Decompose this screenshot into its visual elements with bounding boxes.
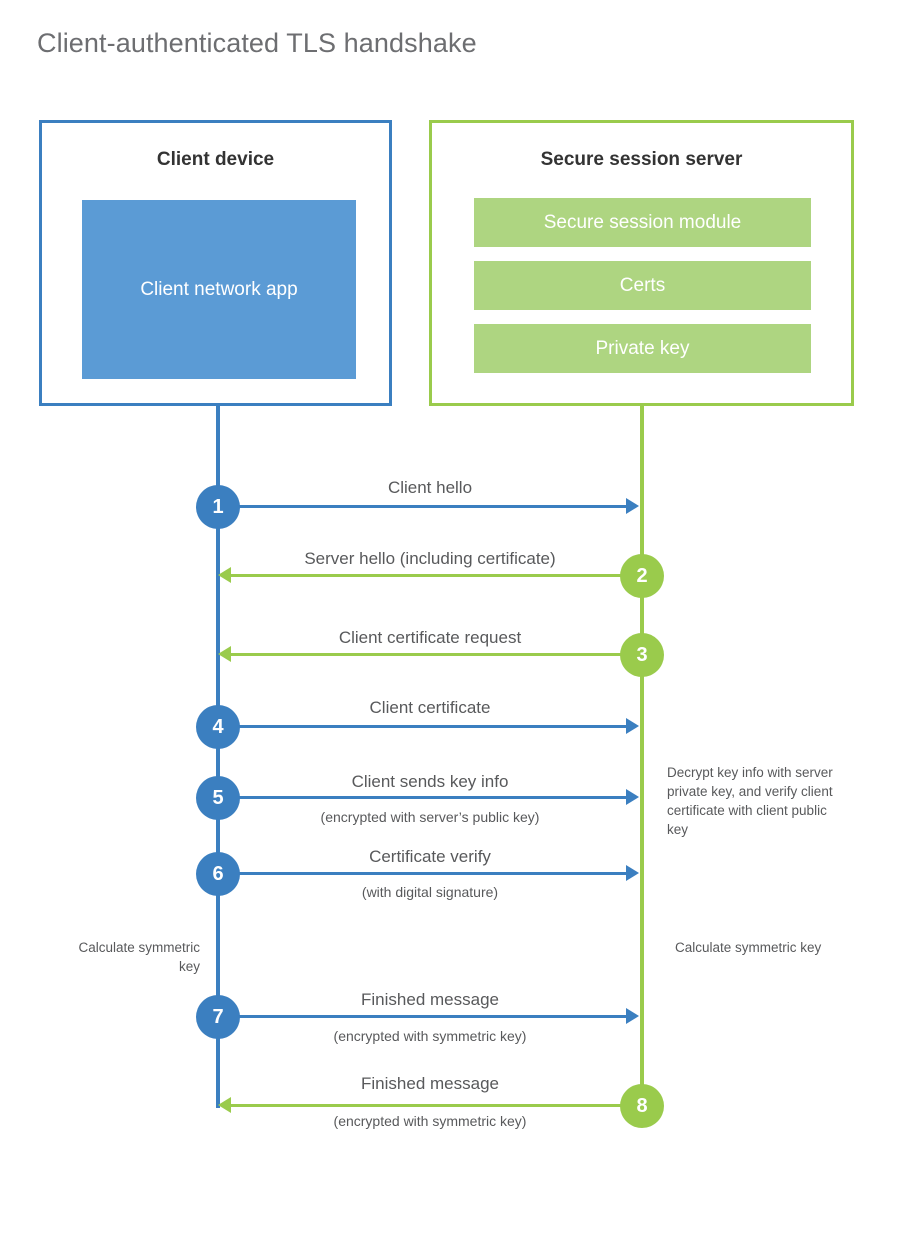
step-5-label: Client sends key info xyxy=(351,772,509,791)
step-7-marker[interactable]: 7 xyxy=(196,995,240,1039)
client-lifeline xyxy=(216,406,220,1108)
step-1-arrow-line xyxy=(218,505,626,508)
step-8-label: Finished message xyxy=(361,1074,499,1093)
step-5-arrow-line xyxy=(218,796,626,799)
step-6-arrow-head xyxy=(626,865,639,881)
step-8-sublabel: (encrypted with symmetric key) xyxy=(333,1113,527,1129)
step-5-marker[interactable]: 5 xyxy=(196,776,240,820)
step-3-arrow-head xyxy=(218,646,231,662)
step-6-arrow-line xyxy=(218,872,626,875)
step-2-marker[interactable]: 2 xyxy=(620,554,664,598)
server-calculate-symmetric-key-note: Calculate symmetric key xyxy=(675,940,822,955)
step-7-arrow-line xyxy=(218,1015,626,1018)
step-8-arrow-line xyxy=(231,1104,642,1107)
step-5-arrow-head xyxy=(626,789,639,805)
client-network-app-block: Client network app xyxy=(82,200,356,379)
step-6-label: Certificate verify xyxy=(369,847,491,866)
step-2-label: Server hello (including certificate) xyxy=(304,549,556,568)
step-4-label: Client certificate xyxy=(369,698,491,717)
step-7-arrow-head xyxy=(626,1008,639,1024)
step-1-arrow-head xyxy=(626,498,639,514)
step-3-marker[interactable]: 3 xyxy=(620,633,664,677)
secure-session-server-title: Secure session server xyxy=(540,149,743,170)
step-4-arrow-line xyxy=(218,725,626,728)
step-6-marker[interactable]: 6 xyxy=(196,852,240,896)
page-title: Client-authenticated TLS handshake xyxy=(37,28,477,58)
step-5-sublabel: (encrypted with server’s public key) xyxy=(320,809,540,825)
server-module-private-key: Private key xyxy=(474,324,811,373)
step-4-marker[interactable]: 4 xyxy=(196,705,240,749)
server-module-certs: Certs xyxy=(474,261,811,310)
client-calculate-symmetric-key-note: Calculate symmetric key xyxy=(78,940,200,975)
server-lifeline xyxy=(640,406,644,1108)
step-7-label: Finished message xyxy=(361,990,499,1009)
step-3-arrow-line xyxy=(231,653,642,656)
client-device-box: Client device Client network app xyxy=(39,120,392,406)
step-8-arrow-head xyxy=(218,1097,231,1113)
step-2-arrow-line xyxy=(231,574,642,577)
client-device-title: Client device xyxy=(156,149,275,170)
step-1-label: Client hello xyxy=(387,478,473,497)
step-4-arrow-head xyxy=(626,718,639,734)
step-7-sublabel: (encrypted with symmetric key) xyxy=(333,1028,527,1044)
step-1-marker[interactable]: 1 xyxy=(196,485,240,529)
step-3-label: Client certificate request xyxy=(338,628,522,647)
secure-session-server-box: Secure session server Secure session mod… xyxy=(429,120,854,406)
server-module-secure-session-module: Secure session module xyxy=(474,198,811,247)
step-2-arrow-head xyxy=(218,567,231,583)
step-8-marker[interactable]: 8 xyxy=(620,1084,664,1128)
server-decrypt-note: Decrypt key info with server private key… xyxy=(667,765,833,838)
step-6-sublabel: (with digital signature) xyxy=(361,884,499,900)
